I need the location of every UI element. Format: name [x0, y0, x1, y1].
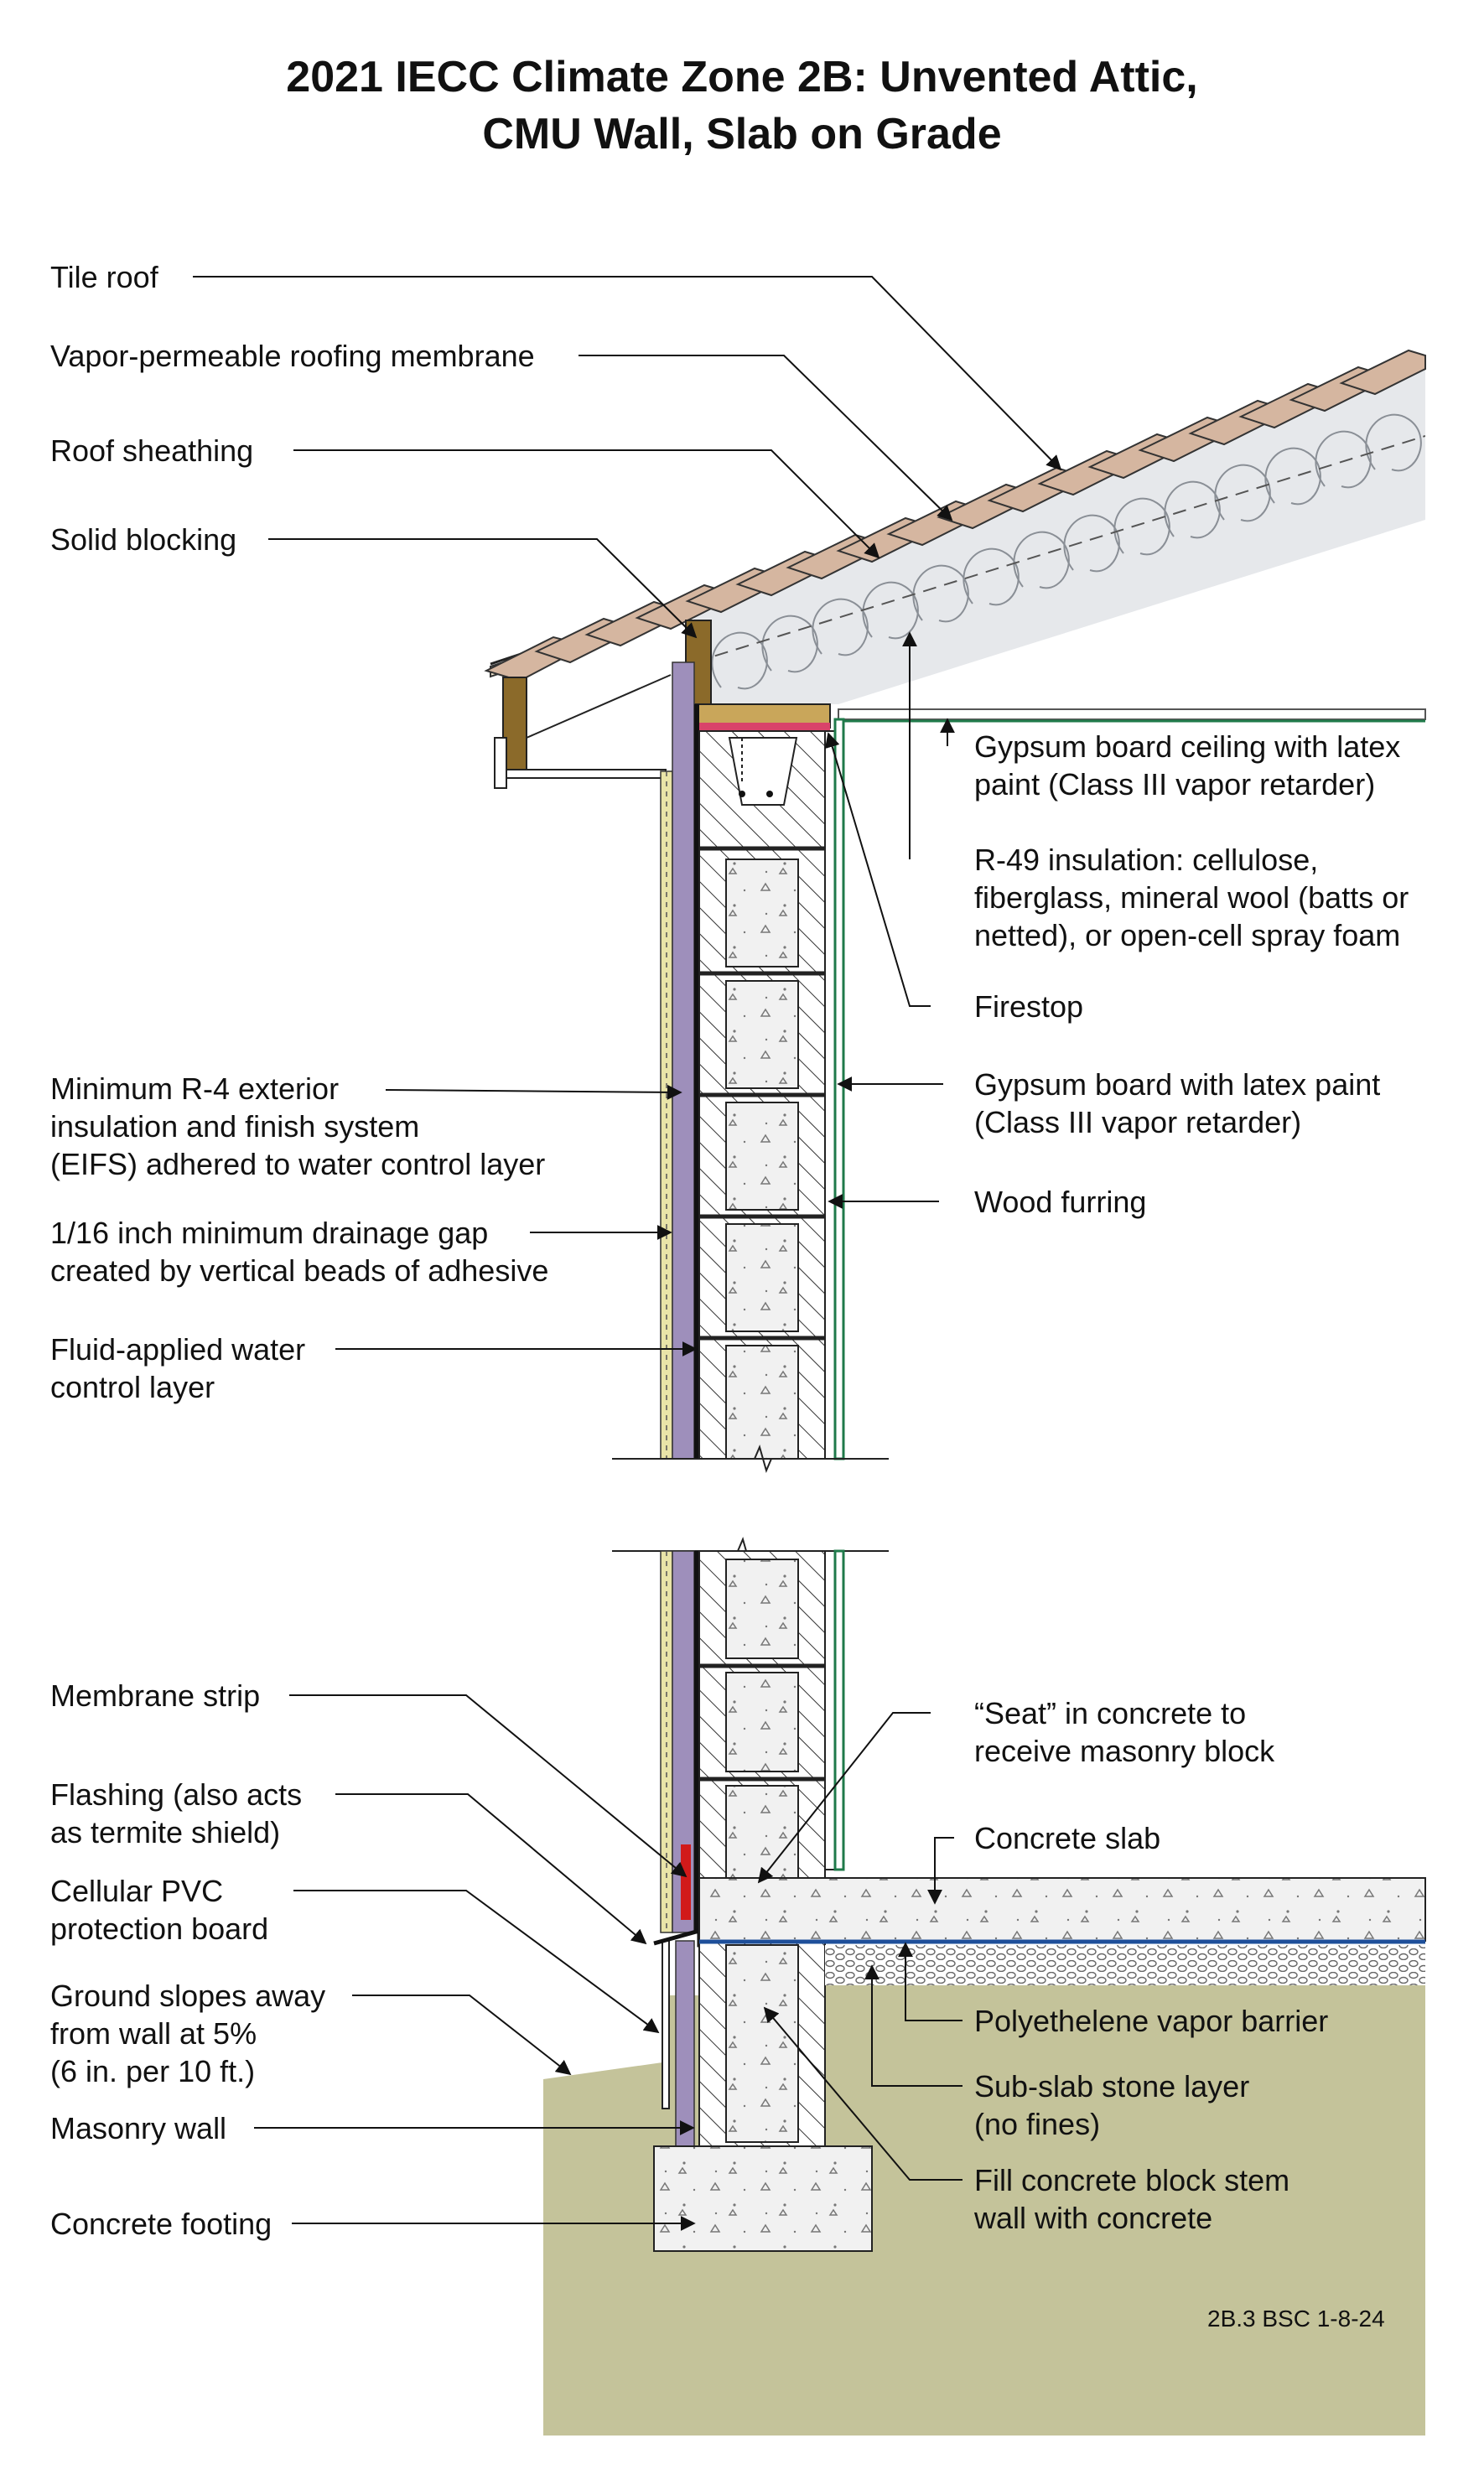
label-ground-slope: Ground slopes away from wall at 5% (6 in… — [50, 1979, 326, 2088]
drawing-code: 2B.3 BSC 1-8-24 — [1207, 2306, 1385, 2332]
leader-blocking — [268, 538, 698, 639]
ceiling-gypsum-board — [838, 708, 1426, 720]
leader-membrane-strip — [289, 1694, 688, 1878]
r49-insulation-loops — [711, 413, 1422, 690]
label-concrete-slab: Concrete slab — [974, 1821, 1161, 1855]
label-firestop: Firestop — [974, 989, 1084, 1024]
concrete-footing-body — [653, 2145, 873, 2252]
label-flashing: Flashing (also acts as termite shield) — [50, 1777, 303, 1849]
label-drainage-gap: 1/16 inch minimum drainage gap created b… — [50, 1216, 549, 1288]
leader-eifs — [385, 1084, 682, 1100]
soffit — [506, 769, 667, 779]
label-masonry-wall: Masonry wall — [50, 2111, 227, 2145]
leader-concrete-slab — [927, 1837, 954, 1905]
leader-lines — [193, 276, 1062, 2231]
title-line-1: 2021 IECC Climate Zone 2B: Unvented Atti… — [286, 53, 1198, 101]
label-concrete-footing: Concrete footing — [50, 2207, 272, 2241]
leader-ground-slope — [352, 1995, 572, 2076]
leader-sheathing — [293, 449, 880, 559]
pvc-protection-board-sheet — [662, 1940, 670, 2109]
label-seat: “Seat” in concrete to receive masonry bl… — [974, 1696, 1275, 1768]
label-solid-blocking: Solid blocking — [50, 522, 237, 557]
label-water-control-layer: Fluid-applied water control layer — [50, 1332, 306, 1404]
leader-firestop — [825, 732, 931, 1007]
label-gypsum-ceiling: Gypsum board ceiling with latex paint (C… — [974, 729, 1401, 801]
leader-seat — [757, 1712, 931, 1884]
label-pvc-board: Cellular PVC protection board — [50, 1874, 269, 1946]
membrane-strip-sheet — [681, 1844, 691, 1920]
leader-tile-roof — [193, 276, 1062, 471]
sub-slab-stone-layer — [825, 1945, 1425, 1985]
water-control-layer-coat — [694, 704, 699, 1459]
label-poly-vapor-barrier: Polyethelene vapor barrier — [974, 2004, 1329, 2038]
lower-wall — [612, 1537, 1426, 2252]
leader-flashing — [335, 1793, 647, 1945]
label-r49-insulation: R-49 insulation: cellulose, fiberglass, … — [974, 843, 1409, 952]
roof-assembly — [484, 349, 1426, 789]
title-line-2: CMU Wall, Slab on Grade — [482, 110, 1002, 158]
label-eifs: Minimum R-4 exterior insulation and fini… — [50, 1071, 546, 1181]
label-membrane-strip: Membrane strip — [50, 1678, 261, 1713]
label-fill-concrete: Fill concrete block stem wall with concr… — [974, 2163, 1290, 2235]
leader-stone — [864, 1964, 963, 2087]
label-roof-sheathing: Roof sheathing — [50, 433, 254, 468]
diagram-title: 2021 IECC Climate Zone 2B: Unvented Atti… — [0, 49, 1484, 163]
leader-membrane — [579, 355, 953, 521]
label-wood-furring: Wood furring — [974, 1185, 1147, 1219]
leader-fill — [763, 2006, 963, 2181]
leader-pvc — [293, 1890, 660, 2034]
roof-tiles — [484, 349, 1426, 682]
firestop-band — [689, 723, 830, 731]
wood-furring-strip — [824, 730, 836, 1460]
interior-gypsum-board — [833, 718, 845, 1460]
concrete-slab-body — [698, 1877, 1426, 1942]
label-sub-slab-stone: Sub-slab stone layer (no fines) — [974, 2069, 1250, 2141]
label-gypsum-wall: Gypsum board with latex paint (Class III… — [974, 1067, 1381, 1139]
leader-poly — [898, 1942, 963, 2021]
cmu-blocks-upper — [698, 846, 826, 1460]
label-vapor-permeable-roofing-membrane: Vapor-permeable roofing membrane — [50, 339, 535, 373]
eifs-insulation — [672, 661, 695, 1460]
label-tile-roof: Tile roof — [50, 260, 158, 294]
